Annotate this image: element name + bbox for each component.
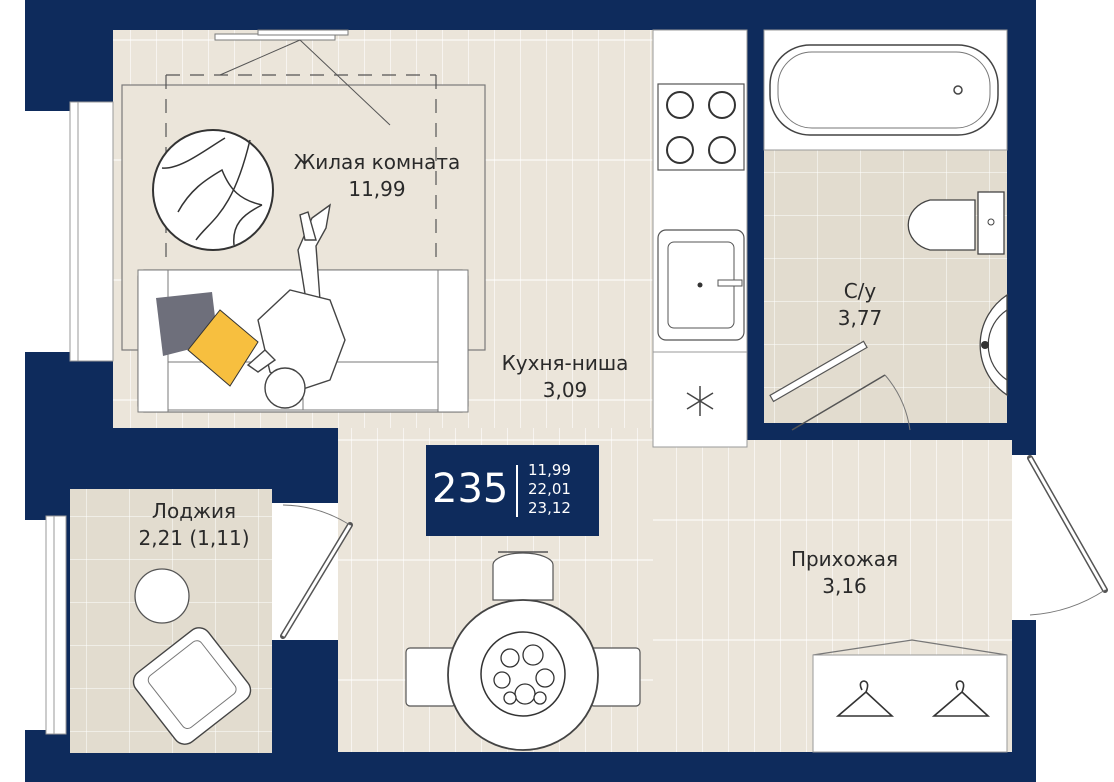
apartment-areas: 11,99 22,01 23,12: [528, 461, 571, 518]
room-name-kitchen: Кухня-ниша: [501, 351, 629, 375]
room-label-living: Жилая комната 11,99: [270, 149, 484, 203]
area-living: 11,99: [528, 461, 571, 479]
room-area-kitchen: 3,09: [542, 378, 588, 402]
room-name-hallway: Прихожая: [790, 547, 899, 571]
inner-walls: [25, 30, 1012, 753]
room-label-hallway: Прихожая 3,16: [772, 546, 917, 600]
area-total-without-loggia: 22,01: [528, 480, 571, 498]
hanger-icon: [835, 680, 991, 717]
snowflake-icon: [686, 386, 714, 416]
wardrobe: [812, 639, 1008, 753]
room-area-loggia: 2,21 (1,11): [138, 526, 250, 550]
loggia-door: [272, 503, 353, 640]
bathroom-door: [769, 340, 911, 431]
room-name-loggia: Лоджия: [151, 499, 237, 523]
room-name-bathroom: С/у: [843, 279, 877, 303]
apartment-number: 235: [432, 466, 509, 512]
room-label-kitchen: Кухня-ниша 3,09: [480, 350, 650, 404]
entrance-door: [1012, 455, 1108, 620]
cooktop: [657, 83, 745, 171]
toilet: [907, 191, 1005, 255]
person-figure: [246, 203, 346, 409]
coffee-table: [152, 129, 274, 251]
bathtub: [763, 29, 1008, 151]
plate-divider: [516, 465, 518, 517]
room-area-bathroom: 3,77: [837, 306, 883, 330]
apartment-plate: 235 11,99 22,01 23,12: [426, 445, 599, 536]
window-loggia: [25, 515, 67, 735]
sofa: [137, 203, 469, 413]
room-label-loggia: Лоджия 2,21 (1,11): [124, 498, 264, 552]
room-label-bathroom: С/у 3,77: [800, 278, 920, 332]
loggia-furniture: [132, 568, 252, 745]
room-area-living: 11,99: [348, 177, 406, 201]
room-name-living: Жилая комната: [293, 150, 461, 174]
area-total: 23,12: [528, 499, 571, 517]
dining-table: [405, 551, 641, 751]
room-area-hallway: 3,16: [822, 574, 867, 598]
window-left: [25, 101, 114, 362]
kitchen-counter: [652, 29, 748, 448]
yellow-pillow: [187, 309, 259, 387]
washbasin: [979, 293, 1008, 397]
